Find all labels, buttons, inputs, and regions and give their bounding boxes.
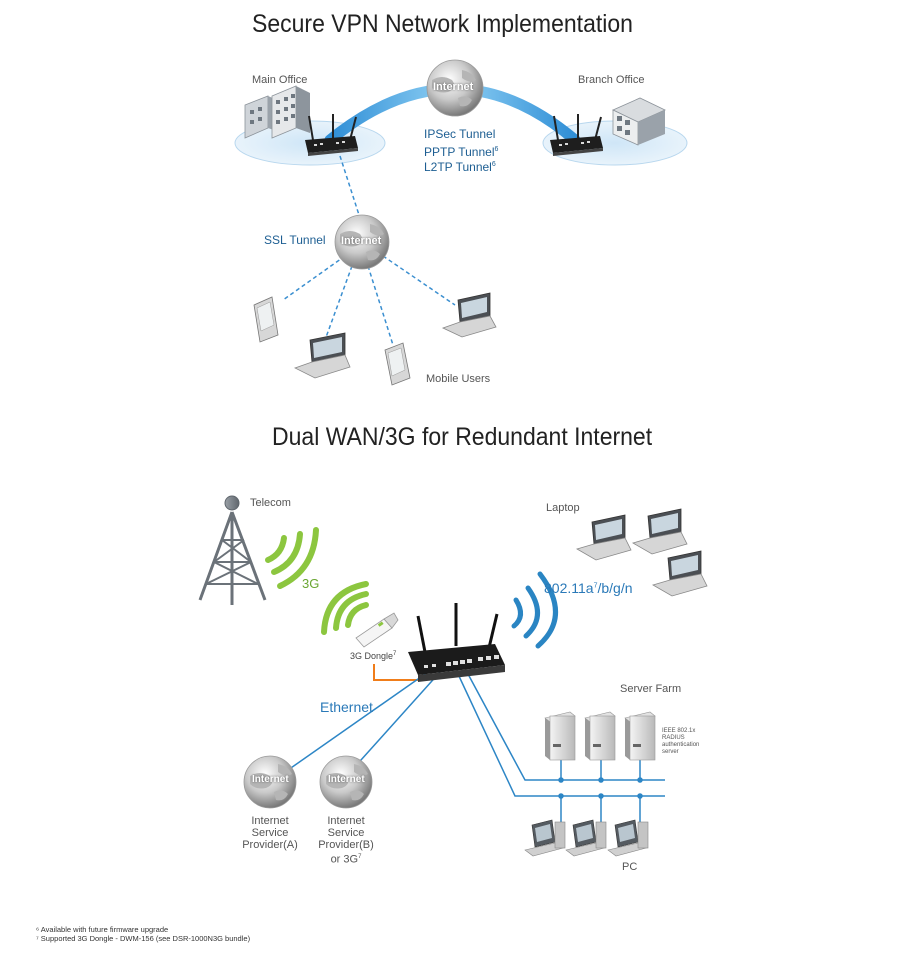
wifi-standards-label: 802.11a7/b/g/n xyxy=(544,580,633,596)
footnote-6: ⁶ Available with future firmware upgrade xyxy=(36,925,169,934)
branch-office-building-icon xyxy=(612,97,666,146)
telecom-signal-waves xyxy=(265,527,319,589)
server-icon-1 xyxy=(544,711,576,761)
tunnel-ipsec: IPSec Tunnel xyxy=(424,127,496,141)
pda-icon-left xyxy=(253,296,279,343)
server-icon-2 xyxy=(584,711,616,761)
main-office-router-icon xyxy=(305,114,358,156)
internet-isp-b-label: Internet xyxy=(328,774,365,785)
pc-label: PC xyxy=(622,861,638,873)
main-office-label: Main Office xyxy=(252,74,308,86)
mobile-users-label: Mobile Users xyxy=(426,373,491,385)
ssl-dashed-links xyxy=(282,155,456,346)
tunnel-l2tp: L2TP Tunnel6 xyxy=(424,160,496,174)
internet-globe-isp-a xyxy=(243,755,297,809)
ethernet-label: Ethernet xyxy=(320,699,373,715)
ethernet-links xyxy=(287,671,441,771)
internet-globe-isp-b xyxy=(319,755,373,809)
branch-office-router-icon xyxy=(550,114,603,156)
ssl-tunnel-label: SSL Tunnel xyxy=(264,233,326,247)
main-router-icon xyxy=(408,603,505,682)
telecom-tower-icon xyxy=(198,495,267,605)
vpn-title: Secure VPN Network Implementation xyxy=(252,10,633,38)
internet-globe-top xyxy=(426,59,484,117)
3g-dongle-label: 3G Dongle7 xyxy=(350,651,397,661)
footnote-7: ⁷ Supported 3G Dongle - DWM-156 (see DSR… xyxy=(36,934,251,943)
pc-icon-1 xyxy=(524,819,566,857)
branch-office-label: Branch Office xyxy=(578,74,645,86)
laptop-label: Laptop xyxy=(546,502,580,514)
pc-icon-3 xyxy=(607,819,649,857)
server-farm-label: Server Farm xyxy=(620,683,682,695)
pda-icon-center xyxy=(384,342,411,386)
laptop-icon-mobile-1 xyxy=(293,332,351,379)
3g-label: 3G xyxy=(302,576,320,591)
server-icon-3 xyxy=(624,711,656,761)
internet-globe-ssl xyxy=(334,214,390,270)
main-office-building-icon xyxy=(244,85,310,139)
radius-server-label: IEEE 802.1x RADIUS authentication server xyxy=(662,728,700,755)
laptop-icon-3 xyxy=(651,550,708,597)
pc-icon-2 xyxy=(565,819,607,857)
internet-isp-a-label: Internet xyxy=(252,774,289,785)
laptop-icon-2 xyxy=(631,508,688,555)
dongle-signal-waves xyxy=(321,581,369,635)
laptop-icon-mobile-2 xyxy=(441,292,497,338)
telecom-label: Telecom xyxy=(250,497,291,509)
laptop-icon-1 xyxy=(575,514,632,561)
tunnel-pptp: PPTP Tunnel6 xyxy=(424,145,499,159)
3g-dongle-icon xyxy=(355,612,399,648)
internet-ssl-label: Internet xyxy=(341,235,382,247)
internet-top-label: Internet xyxy=(433,81,474,93)
lan-links xyxy=(457,673,665,822)
wan-title: Dual WAN/3G for Redundant Internet xyxy=(272,423,653,451)
wifi-signal-waves xyxy=(511,571,558,649)
